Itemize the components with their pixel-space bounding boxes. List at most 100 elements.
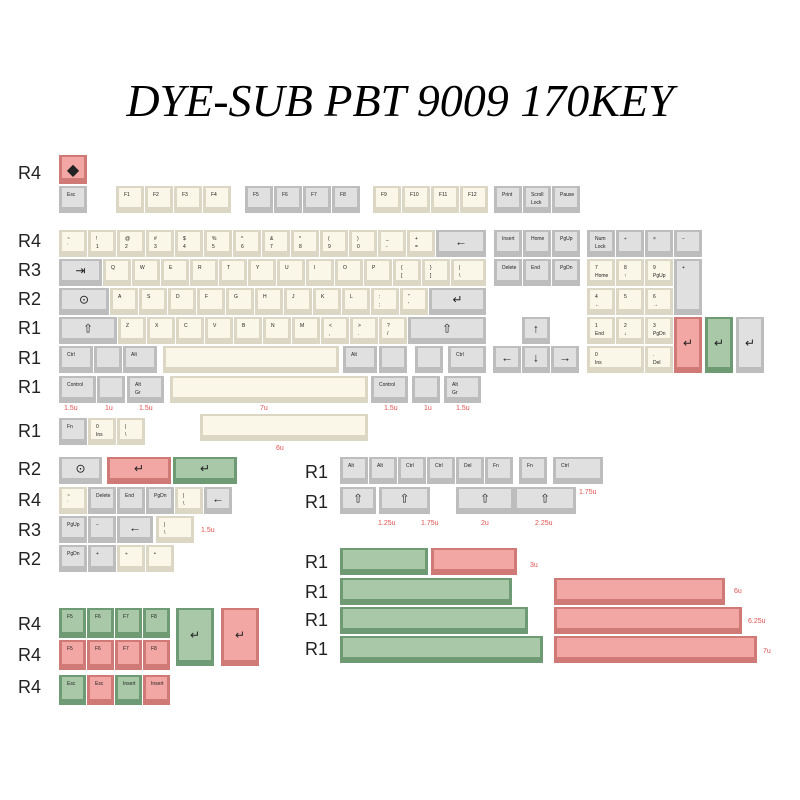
- key-legend: ,: [329, 331, 330, 337]
- row-label: R4: [18, 231, 41, 251]
- key-legend: #: [154, 236, 157, 242]
- key-backslash: |\: [117, 418, 145, 445]
- key-legend: F5: [253, 192, 259, 198]
- page-title: DYE-SUB PBT 9009 170KEY: [126, 75, 674, 126]
- row-label: R1: [18, 348, 41, 368]
- key-letter: T: [219, 259, 247, 286]
- size-label: 2u: [481, 520, 489, 527]
- key-legend: Insert: [151, 681, 164, 687]
- row-label: R1: [305, 610, 328, 630]
- key-number: _-: [378, 230, 406, 257]
- key-f: F7: [303, 186, 331, 213]
- key-legend: 1: [595, 323, 598, 329]
- key-legend: Scroll: [531, 192, 544, 198]
- row-label: R4: [18, 645, 41, 665]
- key-legend: {: [401, 265, 403, 271]
- key-f: F6: [274, 186, 302, 213]
- key-nav: Delete: [494, 259, 522, 286]
- key-letter: M: [292, 317, 320, 344]
- row-label: R4: [18, 614, 41, 634]
- row-label: R2: [18, 289, 41, 309]
- key-shift-left: ⇧: [59, 317, 117, 344]
- key-legend: }: [430, 265, 432, 271]
- key-legend: ~: [67, 236, 70, 242]
- key-capslock: ⊙: [59, 457, 102, 484]
- key-legend: F8: [151, 646, 157, 652]
- key-alt: Alt: [343, 346, 377, 373]
- key-numpad: 6→: [645, 288, 673, 315]
- logo-keycap: ◆: [59, 155, 87, 184]
- key-legend: Print: [502, 192, 513, 198]
- key-backslash: |\: [451, 259, 486, 286]
- shift-icon: ⇧: [540, 492, 550, 506]
- size-label: 6u: [276, 445, 284, 452]
- key-nav: PgUp: [552, 230, 580, 257]
- key-legend: 1: [96, 244, 99, 250]
- key-spacebar-7u: [163, 346, 339, 373]
- row-label: R1: [18, 318, 41, 338]
- key-legend: Esc: [67, 681, 76, 687]
- key-legend: PgDn: [67, 551, 80, 557]
- key-legend: ÷: [624, 236, 627, 242]
- key-nav: Home: [523, 230, 551, 257]
- key-number: +=: [407, 230, 435, 257]
- row-label: R2: [18, 549, 41, 569]
- key-number: %5: [204, 230, 232, 257]
- row-label: R1: [18, 377, 41, 397]
- key-iso-enter-green: ↵: [176, 608, 214, 666]
- key-legend: PgDn: [653, 331, 666, 337]
- key-shift-2-25u: ⇧: [514, 487, 576, 514]
- key-nav: PgDn: [552, 259, 580, 286]
- key-nav: End: [523, 259, 551, 286]
- key-f: F3: [174, 186, 202, 213]
- key-letter: H: [255, 288, 283, 315]
- key-legend: 5: [212, 244, 215, 250]
- key-pgdn: PgDn: [59, 545, 87, 572]
- key-legend: Q: [111, 265, 115, 271]
- key-accent-bottom: Esc: [87, 675, 114, 705]
- key-legend: F10: [410, 192, 419, 198]
- enter-icon: ↵: [235, 628, 245, 642]
- key-win: [412, 376, 440, 403]
- key-legend: Home: [531, 236, 545, 242]
- key-legend: ': [408, 302, 409, 308]
- key-legend: ^: [241, 236, 244, 242]
- key-legend: U: [285, 265, 289, 271]
- key-legend: End: [531, 265, 540, 271]
- key-legend: ÷: [125, 551, 128, 557]
- key-arrow-left: ←: [493, 346, 521, 373]
- key-legend: ": [408, 294, 410, 300]
- key-accent-f: F8: [143, 608, 170, 638]
- key-legend: End: [595, 331, 604, 337]
- key-legend: +: [415, 236, 418, 242]
- key-legend: 0: [595, 352, 598, 358]
- key-letter: Z: [118, 317, 146, 344]
- row-label: R3: [18, 260, 41, 280]
- key-f: F5: [245, 186, 273, 213]
- key-letter: L: [342, 288, 370, 315]
- key-legend: J: [292, 294, 295, 300]
- key-legend: >: [358, 323, 361, 329]
- key-legend: F11: [439, 192, 447, 198]
- key-accent-bottom: Insert: [115, 675, 142, 705]
- row-label: R1: [305, 492, 328, 512]
- key-letter: K: [313, 288, 341, 315]
- key-number: ~`: [59, 230, 87, 257]
- key-modifier: Fn: [485, 457, 513, 484]
- key-control: Control: [371, 376, 408, 403]
- key-legend: ): [357, 236, 359, 242]
- key-legend: Num: [595, 236, 606, 242]
- key-legend: Ctrl: [435, 463, 443, 469]
- key-f: F10: [402, 186, 430, 213]
- key-f: F8: [332, 186, 360, 213]
- key-f: F2: [145, 186, 173, 213]
- key-legend: `: [67, 501, 69, 507]
- key-legend: →: [653, 302, 658, 308]
- key-letter: B: [234, 317, 262, 344]
- key-legend: Gr: [135, 390, 141, 396]
- key-accent-bottom: Esc: [59, 675, 86, 705]
- key-f: F9: [373, 186, 401, 213]
